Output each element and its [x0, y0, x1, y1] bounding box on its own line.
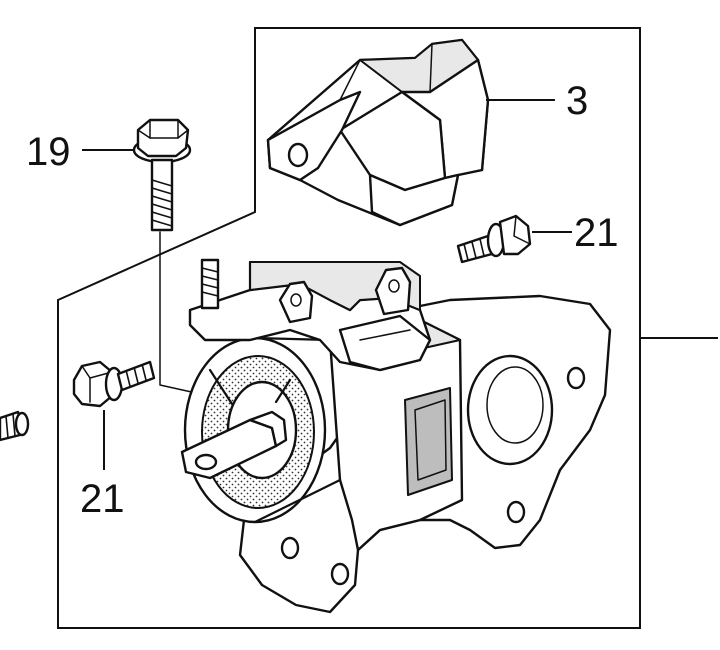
- part-21-left-bolt: [72, 360, 156, 408]
- main-mount-assembly: [180, 258, 612, 614]
- part-3-bracket: [266, 38, 490, 227]
- callout-21-right: 21: [574, 211, 619, 255]
- callout-19: 19: [26, 130, 71, 174]
- partial-stud: [0, 410, 30, 442]
- callout-3: 3: [566, 79, 588, 123]
- part-19-bolt: [132, 118, 192, 232]
- part-21-right-bolt: [456, 214, 532, 264]
- assembly-frame: [57, 27, 641, 629]
- callout-21-left: 21: [80, 477, 125, 521]
